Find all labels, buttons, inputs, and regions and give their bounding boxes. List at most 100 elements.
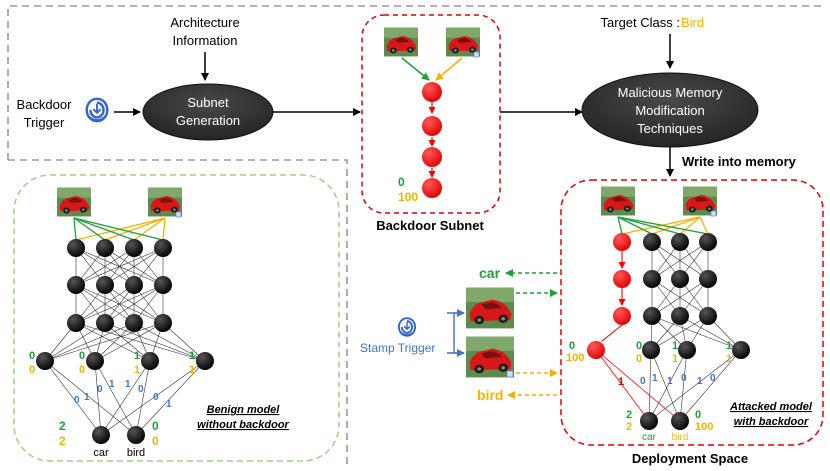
subnet-generation-line1: Subnet xyxy=(187,95,229,110)
backdoor-subnet-label: Backdoor Subnet xyxy=(376,218,484,233)
benign-input-edge-green xyxy=(73,217,135,241)
attacked-caption-line2: with backdoor xyxy=(734,416,809,428)
attacked-layer4-top-value: 1 xyxy=(672,340,678,352)
attacked-red-weight: 1 xyxy=(618,376,624,388)
subnet-output-bird-value: 100 xyxy=(398,190,418,204)
benign-weight-label: 1 xyxy=(84,392,90,403)
attacked-output-edge xyxy=(648,349,688,422)
benign-output-edge xyxy=(44,360,102,436)
attacked-node xyxy=(643,307,661,325)
benign-input-edge-orange xyxy=(133,217,166,241)
attacked-node xyxy=(699,270,717,288)
benign-node xyxy=(96,239,114,257)
subnet-green-edge xyxy=(401,57,430,81)
outer-dashed-frame xyxy=(7,5,822,466)
benign-weight-label: 0 xyxy=(74,395,80,406)
attacked-node xyxy=(671,233,689,251)
benign-output-edge xyxy=(100,360,151,436)
backdoor-subnet-box xyxy=(361,14,501,214)
benign-layer4-bottom-value: 0 xyxy=(29,364,35,376)
attacked-node xyxy=(699,307,717,325)
benign-output-bird-top: 0 xyxy=(152,419,159,433)
benign-output-edge xyxy=(135,360,206,436)
benign-node xyxy=(125,239,143,257)
benign-output-bird-bottom: 0 xyxy=(152,434,159,448)
benign-hidden-edge xyxy=(104,247,164,286)
benign-weight-label: 0 xyxy=(97,384,103,395)
benign-layer4-bottom-value: 1 xyxy=(189,364,195,376)
benign-layer4-top-value: 1 xyxy=(134,350,140,362)
benign-node xyxy=(154,314,172,332)
target-class-label: Target Class : xyxy=(601,15,680,30)
attacked-input-edge-orange xyxy=(699,216,709,235)
benign-hidden-edge xyxy=(75,284,164,324)
benign-layer4-node xyxy=(141,352,159,370)
attacked-red-node-bottom: 100 xyxy=(566,352,584,364)
benign-hidden-edge xyxy=(104,284,164,324)
attacked-output-edge xyxy=(648,349,742,422)
stamp-car-image-clean xyxy=(466,287,514,329)
attacked-layer4-node xyxy=(678,341,696,359)
benign-weight-label: 0 xyxy=(153,392,159,403)
attacked-input-edge-green xyxy=(617,216,709,235)
benign-input-edge-green xyxy=(73,217,77,241)
stamp-trigger-icon xyxy=(397,317,417,337)
benign-hidden-edge xyxy=(75,322,151,362)
attacked-red-output-edge xyxy=(595,349,681,422)
benign-output-edge xyxy=(100,360,206,436)
middle-car-label: car xyxy=(479,265,501,281)
attacked-hidden-edge xyxy=(650,315,709,351)
attacked-input-edge-orange xyxy=(679,216,701,235)
malicious-line1: Malicious Memory xyxy=(618,85,723,100)
attacked-input-edge-green xyxy=(617,216,653,235)
benign-weight-label: 1 xyxy=(125,379,131,390)
benign-weight-label: 1 xyxy=(166,399,172,410)
attacked-output-bird-bottom: 100 xyxy=(695,421,713,433)
benign-layer4-top-value: 0 xyxy=(79,350,85,362)
benign-output-edge xyxy=(44,360,137,436)
benign-node xyxy=(96,276,114,294)
benign-car-image-1 xyxy=(57,187,91,217)
benign-layer4-node xyxy=(36,352,54,370)
benign-weight-label: 1 xyxy=(109,379,115,390)
architecture-info-line1: Architecture xyxy=(170,15,239,30)
benign-input-edge-green xyxy=(73,217,106,241)
benign-node xyxy=(154,276,172,294)
attacked-red-layer4-node xyxy=(587,341,605,359)
attacked-output-edge xyxy=(648,349,652,422)
benign-layer4-node xyxy=(86,352,104,370)
benign-layer4-bottom-value: 1 xyxy=(134,364,140,376)
attacked-weight-label: 1 xyxy=(667,376,673,387)
benign-output-edge xyxy=(135,360,151,436)
attacked-model-box xyxy=(560,179,824,446)
attacked-edges xyxy=(595,216,742,422)
attacked-red-node xyxy=(613,307,631,325)
target-class-value: Bird xyxy=(681,15,704,30)
attacked-input-edge-orange xyxy=(651,216,701,235)
attacked-layer4-node xyxy=(642,341,660,359)
subnet-output-car-value: 0 xyxy=(398,175,405,189)
attacked-weight-label: 0 xyxy=(681,373,687,384)
attacked-weight-label: 1 xyxy=(652,373,658,384)
benign-layer4-node xyxy=(196,352,214,370)
benign-node xyxy=(96,314,114,332)
attacked-red-node-top: 0 xyxy=(569,340,575,352)
attacked-weight-label: 0 xyxy=(640,376,646,387)
benign-input-edge-orange xyxy=(162,217,166,241)
benign-hidden-edge xyxy=(104,322,206,362)
attacked-weight-label: 1 xyxy=(697,376,703,387)
subnet-trigger-stamp xyxy=(473,51,480,58)
attacked-output-edge xyxy=(679,349,688,422)
benign-layer4-top-value: 1 xyxy=(189,350,195,362)
benign-hidden-edge xyxy=(104,322,151,362)
benign-hidden-edge xyxy=(75,284,135,324)
attacked-output-node xyxy=(671,412,689,430)
attacked-caption-line1: Attacked model xyxy=(729,401,813,413)
benign-hidden-edge xyxy=(44,322,106,362)
attacked-hidden-edge xyxy=(651,278,709,317)
backdoor-trigger-icon xyxy=(85,97,109,123)
benign-node xyxy=(67,314,85,332)
benign-input-edge-green xyxy=(73,217,164,241)
benign-node xyxy=(67,239,85,257)
